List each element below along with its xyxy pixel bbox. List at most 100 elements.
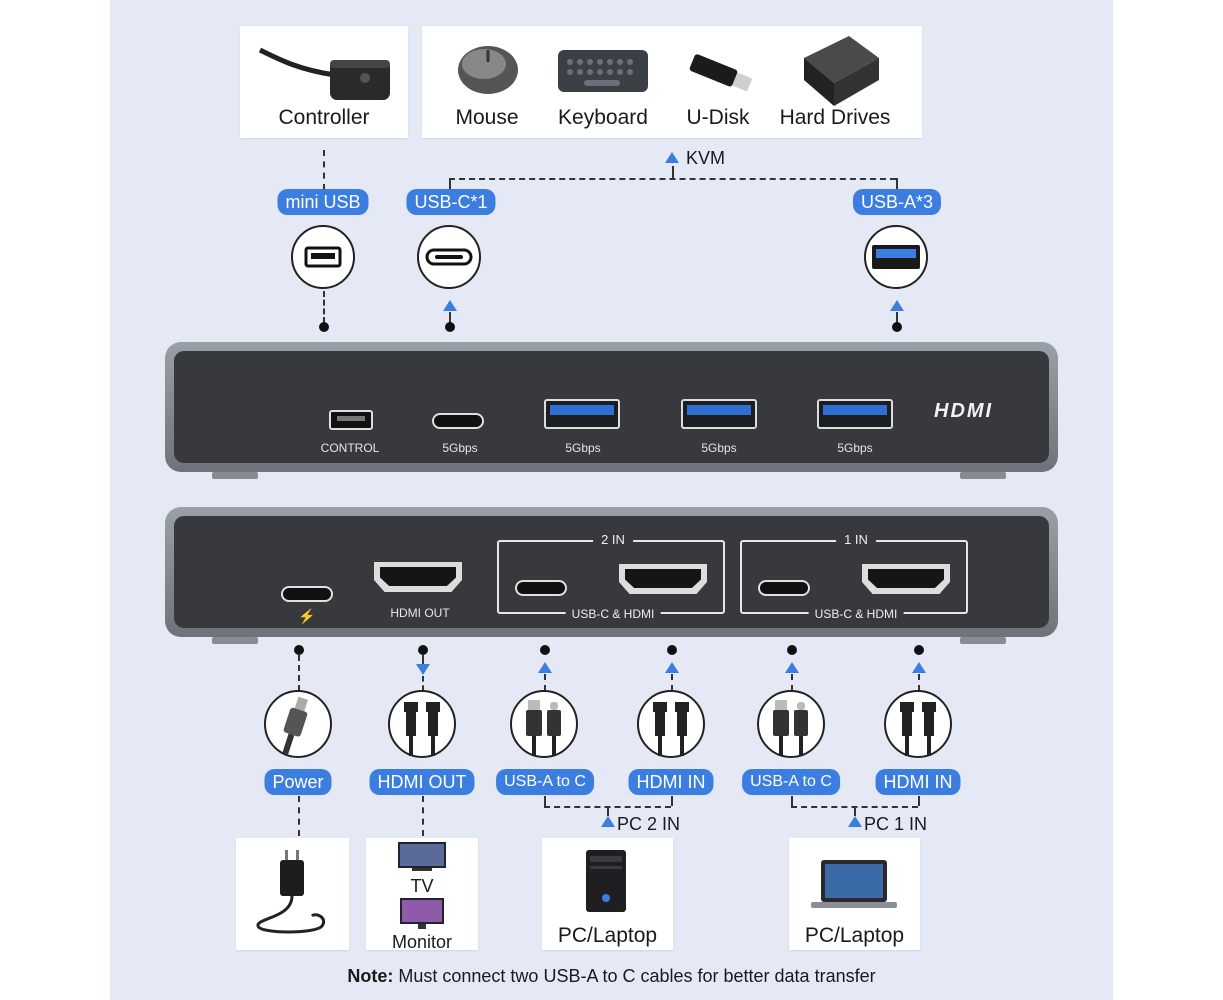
group-2-title: 2 IN — [593, 532, 633, 547]
front-panel: CONTROL 5Gbps 5Gbps 5Gbps 5Gbps HDMI — [165, 342, 1058, 472]
usba-arrow-icon — [890, 300, 904, 311]
hdmi-in-1-pill: HDMI IN — [875, 769, 961, 795]
peripherals-card: Mouse Keyboard U-Disk Hard Drives — [422, 26, 922, 138]
power-line — [298, 655, 300, 691]
hard-drive-icon — [804, 36, 879, 106]
group-2-usbc-port — [515, 580, 567, 596]
usba-to-c-2-pill: USB-A to C — [496, 769, 594, 795]
hdmi-out-cable-circle — [388, 690, 456, 758]
hdmi-2-dot — [667, 645, 677, 655]
mini-usb-down-line — [323, 291, 325, 323]
pc1-arrow-icon — [848, 816, 862, 827]
hdmi-1-arrow-icon — [912, 662, 926, 673]
power-to-charger-line — [298, 796, 300, 836]
usba-to-c-2-cable-circle — [510, 690, 578, 758]
usba3-speed-label: 5Gbps — [837, 441, 873, 455]
power-dot — [294, 645, 304, 655]
note-text: Must connect two USB-A to C cables for b… — [393, 966, 876, 986]
diagram-background — [110, 0, 1113, 1000]
keyboard-label: Keyboard — [558, 106, 648, 129]
usba-to-c-1-pill: USB-A to C — [742, 769, 840, 795]
hdmi-in-1-cable-circle — [884, 690, 952, 758]
controller-icon — [258, 47, 390, 100]
pc1-left-line — [791, 796, 793, 806]
pc1-right-line — [918, 796, 920, 806]
input-group-1: 1 IN USB-C & HDMI — [740, 532, 968, 621]
usb-cable-icon — [282, 696, 308, 755]
group-1-hdmi-port — [862, 564, 950, 594]
usba-port-1 — [544, 399, 620, 429]
power-pill: Power — [264, 769, 332, 795]
power-symbol: ⚡ — [298, 608, 316, 624]
usbc-down-line — [449, 312, 451, 324]
front-panel-face: CONTROL 5Gbps 5Gbps 5Gbps 5Gbps HDMI — [174, 351, 1049, 463]
hdmi-2-arrow-icon — [665, 662, 679, 673]
power-usbc-port — [281, 586, 333, 602]
hdmi-1-dot — [914, 645, 924, 655]
display-card: TV Monitor — [366, 838, 478, 952]
pc2-label: PC 2 IN — [617, 814, 681, 834]
usba1-speed-label: 5Gbps — [565, 441, 601, 455]
rear-foot-left — [212, 637, 258, 644]
front-foot-right — [960, 472, 1006, 479]
usb-disk-icon — [689, 54, 753, 92]
laptop-icon — [811, 860, 897, 908]
hdmi-cable-icon — [653, 702, 689, 756]
control-label: CONTROL — [320, 441, 380, 455]
hdmi-out-to-display-line — [422, 796, 424, 836]
usbc-port-icon — [425, 248, 473, 266]
pc2-left-line — [544, 796, 546, 806]
hdmi-1-line — [918, 674, 920, 691]
group-2-hdmi-port — [619, 564, 707, 594]
kvm-label: KVM — [686, 148, 726, 168]
usba-down-line — [896, 312, 898, 324]
usbc-port-circle — [417, 225, 481, 289]
monitor-icon — [400, 898, 444, 929]
hdmi-out-arrow-icon — [416, 664, 430, 675]
usba-port-circle — [864, 225, 928, 289]
usb-a-to-c-cable-icon — [773, 700, 808, 756]
hdmi-out-pill: HDMI OUT — [369, 769, 475, 795]
usbc-2-arrow-icon — [538, 662, 552, 673]
hdmi-out-port — [374, 562, 462, 592]
footer-note: Note: Must connect two USB-A to C cables… — [0, 966, 1223, 987]
usba2-speed-label: 5Gbps — [701, 441, 737, 455]
controller-card: Controller — [240, 26, 408, 138]
group-2-subtitle: USB-C & HDMI — [565, 607, 661, 621]
hdmi-cable-icon — [900, 702, 936, 756]
hdmi-cable-icon — [404, 702, 440, 756]
kvm-arrow-icon — [665, 152, 679, 163]
input-group-2: 2 IN USB-C & HDMI — [497, 532, 725, 621]
usbc-1-dot — [787, 645, 797, 655]
controller-label: Controller — [278, 106, 370, 129]
rear-panel: ⚡ HDMI OUT 2 IN USB-C & HDMI 1 IN USB-C … — [165, 507, 1058, 637]
usbc-pill: USB-C*1 — [406, 189, 496, 215]
monitor-label: Monitor — [391, 932, 453, 952]
tv-icon — [398, 842, 446, 871]
mouse-label: Mouse — [455, 106, 519, 129]
kvm-branch-line — [449, 178, 896, 180]
power-cable-circle — [264, 690, 332, 758]
mouse-icon — [458, 46, 518, 94]
usba-pill: USB-A*3 — [852, 189, 942, 215]
usbc-1-arrow-icon — [785, 662, 799, 673]
usbc-speed-label: 5Gbps — [442, 441, 478, 455]
hdmi-out-line-2 — [422, 676, 424, 691]
rear-panel-face: ⚡ HDMI OUT 2 IN USB-C & HDMI 1 IN USB-C … — [174, 516, 1049, 628]
usba-to-c-1-cable-circle — [757, 690, 825, 758]
usbc-2-dot — [540, 645, 550, 655]
controller-line — [323, 150, 325, 190]
mini-usb-port — [329, 410, 373, 430]
usb-a-to-c-cable-icon — [526, 700, 561, 756]
group-1-subtitle: USB-C & HDMI — [808, 607, 904, 621]
usbc-port — [432, 413, 484, 429]
hdmi-brand-logo: HDMI — [934, 400, 994, 422]
keyboard-icon — [558, 50, 648, 92]
hard-drives-label: Hard Drives — [779, 106, 891, 129]
pc1-label: PC 1 IN — [864, 814, 928, 834]
udisk-label: U-Disk — [686, 106, 750, 129]
kvm-right-line — [896, 178, 898, 190]
usbc-2-line — [544, 674, 546, 691]
hdmi-2-line — [671, 674, 673, 691]
front-foot-left — [212, 472, 258, 479]
